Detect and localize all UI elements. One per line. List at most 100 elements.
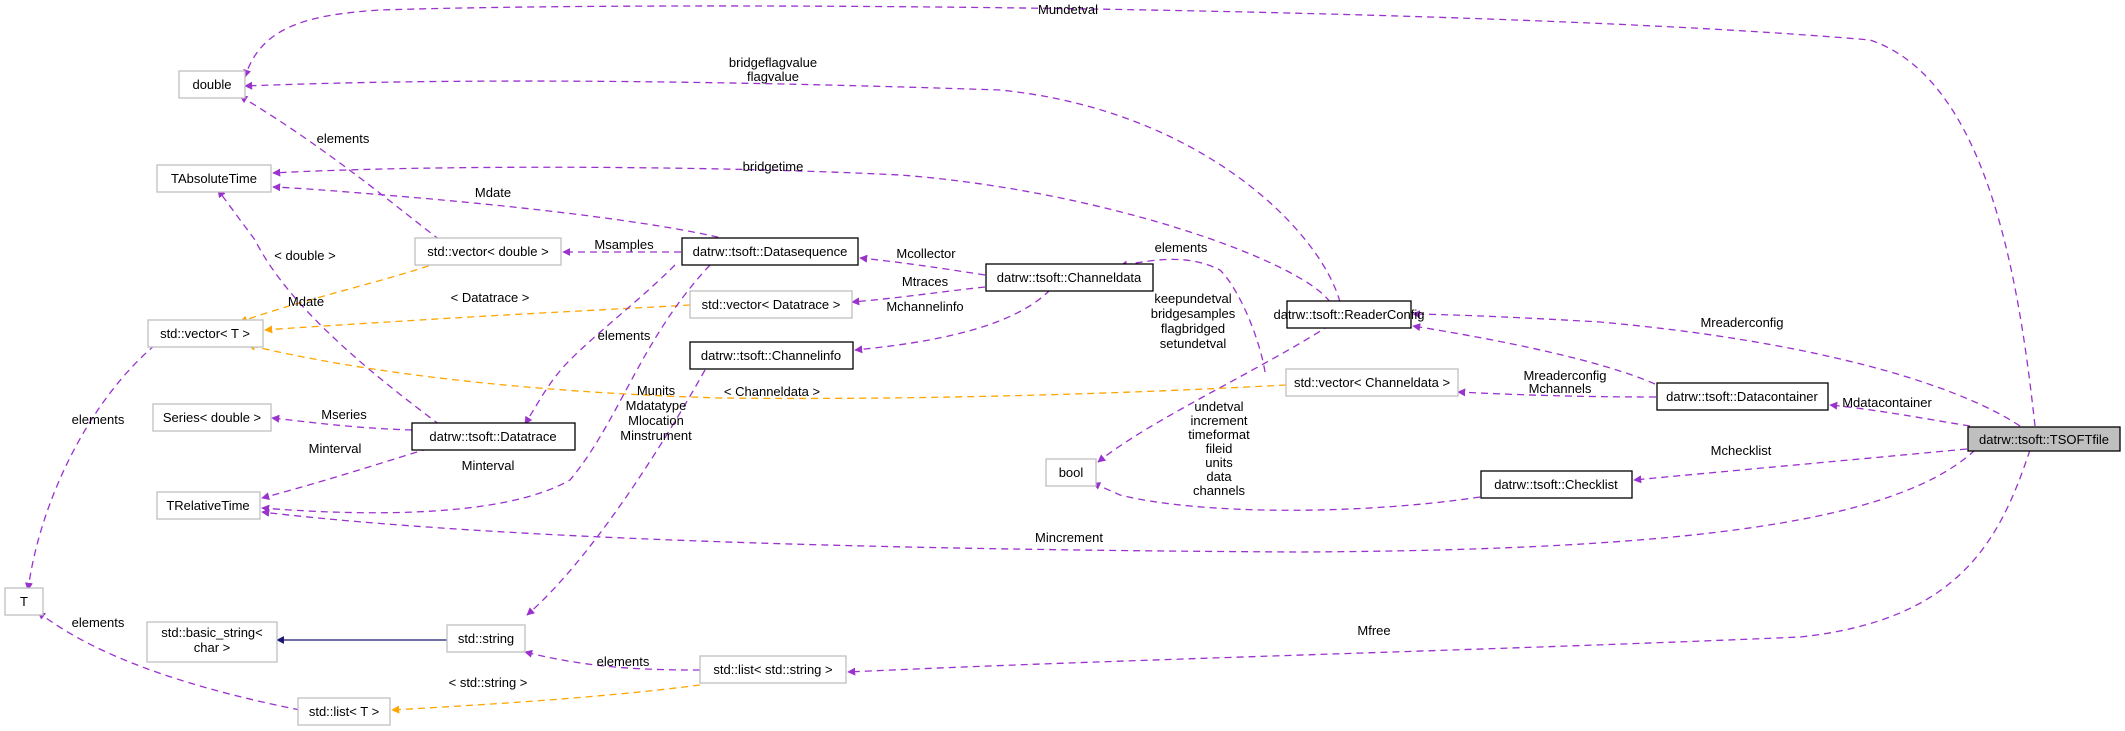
- label-mdatatype: Mdatatype: [626, 398, 687, 413]
- label-elements-datatrace: elements: [598, 328, 651, 343]
- edge-elements-double: [239, 95, 441, 241]
- label-elements-channeldata: elements: [1155, 240, 1208, 255]
- edge-mchannelinfo: [854, 289, 1051, 354]
- node-t-label: T: [20, 594, 28, 609]
- edge-labels: Mundetval bridgeflagvalue flagvalue elem…: [72, 2, 1933, 690]
- edge-mcollector: [859, 254, 986, 276]
- node-vector-double-label: std::vector< double >: [427, 244, 548, 259]
- label-mdatacontainer: Mdatacontainer: [1842, 395, 1932, 410]
- edge-mchecklist: [1633, 448, 1968, 484]
- label-mlocation: Mlocation: [628, 413, 684, 428]
- node-checklist[interactable]: datrw::tsoft::Checklist: [1480, 470, 1633, 499]
- edge-mtraces: [851, 286, 986, 306]
- node-series-double-label: Series< double >: [163, 410, 261, 425]
- edge-lt-string: [391, 684, 701, 714]
- edge-mreaderconfig-tf: [1412, 310, 2021, 427]
- label-munits: Munits: [637, 383, 676, 398]
- label-minterval-trace: Minterval: [309, 441, 362, 456]
- node-datatrace[interactable]: datrw::tsoft::Datatrace: [411, 422, 576, 451]
- label-mchecklist: Mchecklist: [1711, 443, 1772, 458]
- node-vector-channeldata-label: std::vector< Channeldata >: [1294, 375, 1450, 390]
- label-bridgetime: bridgetime: [743, 159, 804, 174]
- node-trelativetime-label: TRelativeTime: [166, 498, 249, 513]
- label-lt-string: < std::string >: [449, 675, 528, 690]
- label-mtraces: Mtraces: [902, 274, 949, 289]
- node-datasequence[interactable]: datrw::tsoft::Datasequence: [681, 237, 859, 266]
- node-datatrace-label: datrw::tsoft::Datatrace: [429, 429, 556, 444]
- node-vector-t[interactable]: std::vector< T >: [147, 319, 264, 348]
- node-datasequence-label: datrw::tsoft::Datasequence: [693, 244, 848, 259]
- label-mreaderconfig-tf: Mreaderconfig: [1700, 315, 1783, 330]
- node-list-string[interactable]: std::list< std::string >: [699, 655, 847, 684]
- node-channelinfo[interactable]: datrw::tsoft::Channelinfo: [689, 341, 854, 370]
- node-datacontainer[interactable]: datrw::tsoft::Datacontainer: [1656, 382, 1829, 411]
- edge-mdatacontainer: [1829, 401, 1971, 427]
- label-minterval-seq: Minterval: [462, 458, 515, 473]
- label-mundetval: Mundetval: [1038, 2, 1098, 17]
- label-units: units: [1205, 455, 1233, 470]
- node-double[interactable]: double: [178, 70, 246, 99]
- edge-lt-double: [239, 261, 441, 324]
- node-bool[interactable]: bool: [1045, 458, 1097, 487]
- node-channeldata[interactable]: datrw::tsoft::Channeldata: [985, 263, 1154, 292]
- label-bridgeflagvalue: bridgeflagvalue: [729, 55, 817, 70]
- node-readerconfig[interactable]: datrw::tsoft::ReaderConfig: [1273, 300, 1425, 329]
- edge-mchannels: [1457, 388, 1657, 398]
- node-channeldata-label: datrw::tsoft::Channeldata: [997, 270, 1142, 285]
- node-string[interactable]: std::string: [446, 624, 526, 653]
- label-setundetval: setundetval: [1160, 336, 1227, 351]
- label-lt-datatrace: < Datatrace >: [451, 290, 530, 305]
- label-mdate-seq: Mdate: [475, 185, 511, 200]
- label-elements-t-vector: elements: [72, 412, 125, 427]
- label-timeformat: timeformat: [1188, 427, 1250, 442]
- edge-elements-string: [524, 649, 701, 671]
- edge-undetval: [1092, 482, 1481, 511]
- node-list-t[interactable]: std::list< T >: [297, 697, 391, 726]
- node-t[interactable]: T: [4, 587, 44, 616]
- edge-elements-t-vector: [24, 344, 156, 591]
- label-keepundetval: keepundetval: [1154, 291, 1231, 306]
- node-basic-string[interactable]: std::basic_string< char >: [146, 621, 278, 663]
- edge-mincrement: [261, 449, 1976, 553]
- node-list-t-label: std::list< T >: [309, 704, 379, 719]
- node-vector-double[interactable]: std::vector< double >: [414, 237, 562, 266]
- node-tsoftfile[interactable]: datrw::tsoft::TSOFTfile: [1967, 426, 2121, 452]
- label-undetval: undetval: [1194, 399, 1243, 414]
- edge-munits: [526, 369, 706, 616]
- label-channels: channels: [1193, 483, 1246, 498]
- node-basic-string-label-1: std::basic_string<: [161, 625, 263, 640]
- edge-mundetval: [243, 5, 2036, 427]
- label-mchannels: Mchannels: [1529, 381, 1592, 396]
- edge-lt-datatrace: [264, 304, 691, 334]
- label-data: data: [1206, 469, 1232, 484]
- node-list-string-label: std::list< std::string >: [713, 662, 832, 677]
- node-readerconfig-label: datrw::tsoft::ReaderConfig: [1273, 307, 1424, 322]
- edge-mdate-trace: [217, 189, 441, 426]
- node-vector-t-label: std::vector< T >: [160, 326, 250, 341]
- label-minstrument: Minstrument: [620, 428, 692, 443]
- node-tsoftfile-label: datrw::tsoft::TSOFTfile: [1979, 432, 2109, 447]
- node-vector-channeldata[interactable]: std::vector< Channeldata >: [1285, 368, 1459, 397]
- edge-bridgeflagvalue: [244, 80, 1341, 303]
- label-mfree: Mfree: [1357, 623, 1390, 638]
- node-vector-datatrace-label: std::vector< Datatrace >: [702, 297, 841, 312]
- label-mcollector: Mcollector: [896, 246, 956, 261]
- node-series-double[interactable]: Series< double >: [152, 403, 272, 432]
- label-flagvalue: flagvalue: [747, 69, 799, 84]
- node-tabsolutetime[interactable]: TAbsoluteTime: [156, 164, 272, 193]
- node-tabsolutetime-label: TAbsoluteTime: [171, 171, 257, 186]
- node-checklist-label: datrw::tsoft::Checklist: [1494, 477, 1618, 492]
- node-vector-datatrace[interactable]: std::vector< Datatrace >: [689, 290, 853, 319]
- node-bool-label: bool: [1059, 465, 1084, 480]
- nodes: double TAbsoluteTime std::vector< double…: [4, 70, 2121, 726]
- label-mchannelinfo: Mchannelinfo: [886, 299, 963, 314]
- node-double-label: double: [192, 77, 231, 92]
- label-fileid: fileid: [1206, 441, 1233, 456]
- label-msamples: Msamples: [594, 237, 654, 252]
- edge-mdate-seq: [272, 183, 731, 241]
- label-increment: increment: [1190, 413, 1247, 428]
- edge-elements-t-list: [37, 611, 301, 711]
- label-elements-string: elements: [597, 654, 650, 669]
- edge-mfree: [847, 449, 2031, 676]
- node-trelativetime[interactable]: TRelativeTime: [156, 491, 261, 520]
